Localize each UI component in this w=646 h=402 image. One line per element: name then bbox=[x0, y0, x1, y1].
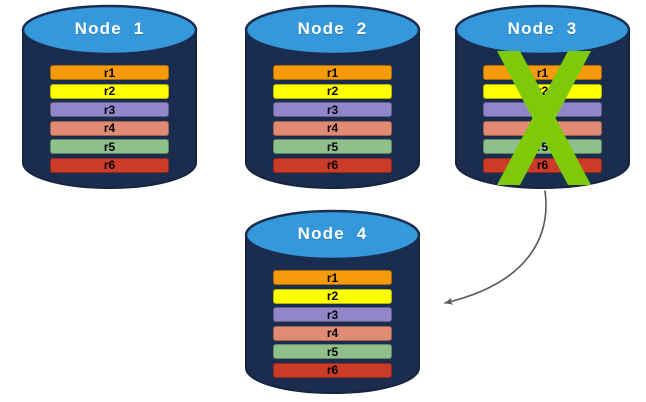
cylinder-top-disc bbox=[244, 209, 421, 261]
row-strip-r5[interactable]: r5 bbox=[273, 139, 392, 154]
row-strip-r6[interactable]: r6 bbox=[273, 362, 392, 378]
row-strip-r5[interactable]: r5 bbox=[273, 344, 392, 359]
row-strip-r3[interactable]: r3 bbox=[273, 307, 392, 322]
row-strip-r6[interactable]: r6 bbox=[273, 157, 392, 173]
row-strip-r1[interactable]: r1 bbox=[273, 270, 392, 285]
row-strip-r2[interactable]: r2 bbox=[273, 83, 392, 99]
row-strip-r4[interactable]: r4 bbox=[50, 120, 169, 136]
row-strip-r4[interactable]: r4 bbox=[273, 120, 392, 136]
row-strip-r5[interactable]: r5 bbox=[50, 139, 169, 154]
row-strip-r4[interactable]: r4 bbox=[273, 325, 392, 341]
row-strip-r6[interactable]: r6 bbox=[50, 157, 169, 173]
recovery-arrow bbox=[444, 190, 547, 305]
cylinder-top-disc bbox=[21, 4, 198, 56]
cylinder-top-disc bbox=[244, 4, 421, 56]
row-strip-r2[interactable]: r2 bbox=[50, 83, 169, 99]
row-strip-r3[interactable]: r3 bbox=[50, 102, 169, 117]
row-strip-r1[interactable]: r1 bbox=[273, 65, 392, 80]
row-strip-r3[interactable]: r3 bbox=[273, 102, 392, 117]
row-strip-r1[interactable]: r1 bbox=[50, 65, 169, 80]
row-strip-r2[interactable]: r2 bbox=[273, 288, 392, 304]
